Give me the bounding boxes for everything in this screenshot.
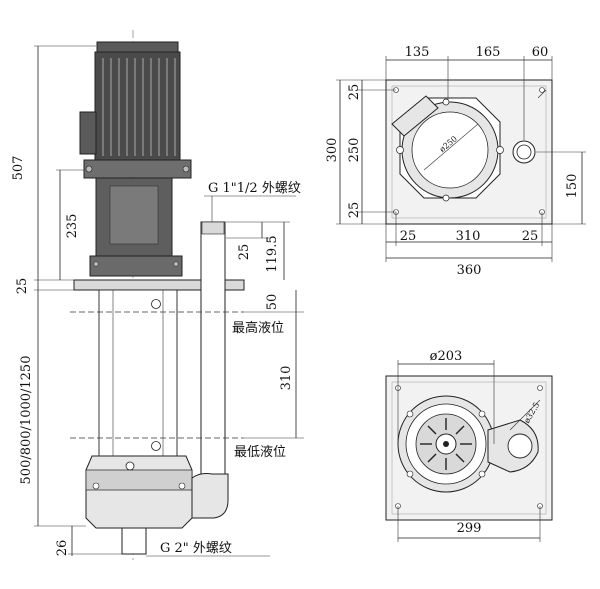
casing-band	[85, 469, 193, 491]
bottom-view: ø32.5 ø203 299	[385, 349, 553, 542]
top-dim-25-right: 25	[522, 229, 539, 244]
dim-25-outlet-label: 25	[237, 244, 252, 261]
top-dim-25-bot: 25	[347, 202, 362, 219]
terminal-box	[79, 111, 97, 155]
max-level-label: 最高液位	[232, 320, 284, 336]
top-dim-310-h: 310	[456, 229, 481, 244]
bottom-lug-1	[406, 410, 414, 418]
top-inner-circle	[411, 111, 489, 189]
top-phi-leader	[423, 123, 479, 171]
top-dim-165: 165	[476, 45, 501, 60]
top-view: ø250 135 165 60 25 250 25	[325, 45, 586, 278]
column-hole-top	[151, 299, 161, 309]
dim-25-base-label: 25	[15, 278, 30, 295]
thread-top-label: G 1"1/2 外螺纹	[208, 181, 301, 196]
dim-235-label: 235	[65, 214, 80, 239]
coupling-window	[109, 185, 159, 245]
pump-casing	[85, 455, 193, 529]
outlet-elbow	[191, 473, 229, 519]
top-dim-25-top: 25	[347, 84, 362, 101]
top-dim-250: 250	[347, 138, 362, 163]
motor-body	[94, 51, 181, 161]
dim-50-label: 50	[265, 294, 280, 311]
flange-bolt-right	[182, 165, 190, 173]
top-outlet-mark	[537, 89, 547, 99]
top-dim-135: 135	[405, 45, 430, 60]
casing-plug	[125, 461, 135, 471]
casing-bolt-2	[178, 482, 186, 490]
housing-base	[89, 255, 183, 277]
motor-cap	[96, 41, 179, 53]
min-level-label: 最低液位	[234, 445, 286, 460]
bottom-dim-299: 299	[457, 521, 482, 536]
bottom-plate-inner	[391, 381, 547, 515]
top-dim-150: 150	[565, 174, 580, 199]
casing-bolt-1	[92, 482, 100, 490]
dim-507-label: 507	[11, 156, 26, 181]
thread-bottom-label: G 2" 外螺纹	[160, 541, 232, 556]
bottom-outlet-port	[507, 433, 533, 459]
dim-119-5-label: 119.5	[265, 235, 280, 272]
top-bolt-4	[442, 194, 450, 202]
motor-flange	[83, 159, 192, 179]
top-terminal-box	[391, 95, 439, 137]
pump-column	[98, 289, 178, 457]
top-dim-360: 360	[457, 263, 482, 278]
dim-310-label: 310	[279, 366, 294, 391]
discharge-pipe-top	[201, 221, 225, 235]
bottom-lug-2	[478, 410, 486, 418]
side-view: 507 235 25 500/800/1000/1250 26 G 1"1/2 …	[11, 30, 304, 560]
bottom-hole-2	[537, 385, 543, 391]
discharge-pipe	[200, 221, 226, 479]
bottom-impeller-vanes	[420, 418, 472, 470]
top-dim-25-left: 25	[400, 229, 417, 244]
bottom-lug-3	[406, 470, 414, 478]
dim-26-label: 26	[55, 540, 70, 557]
top-corner-hole-2	[539, 87, 545, 93]
top-outlet-inner	[516, 144, 532, 160]
dim-depth-label: 500/800/1000/1250	[19, 356, 34, 485]
suction-inlet	[121, 527, 147, 555]
top-bolt-3	[442, 98, 450, 106]
flange-bolt-left	[85, 165, 93, 173]
base-bolt-2	[173, 261, 179, 267]
top-bolt-1	[396, 146, 404, 154]
column-hole-bottom	[151, 441, 161, 451]
bottom-hub-center	[443, 441, 449, 447]
motor-fins	[102, 58, 176, 156]
top-dim-300: 300	[325, 138, 340, 163]
bottom-phi-32-leader	[509, 399, 541, 431]
bottom-lug-4	[478, 470, 486, 478]
bottom-phi-203: ø203	[430, 349, 463, 364]
top-bolt-2	[496, 146, 504, 154]
base-bolt-1	[93, 261, 99, 267]
top-dim-60: 60	[532, 45, 549, 60]
